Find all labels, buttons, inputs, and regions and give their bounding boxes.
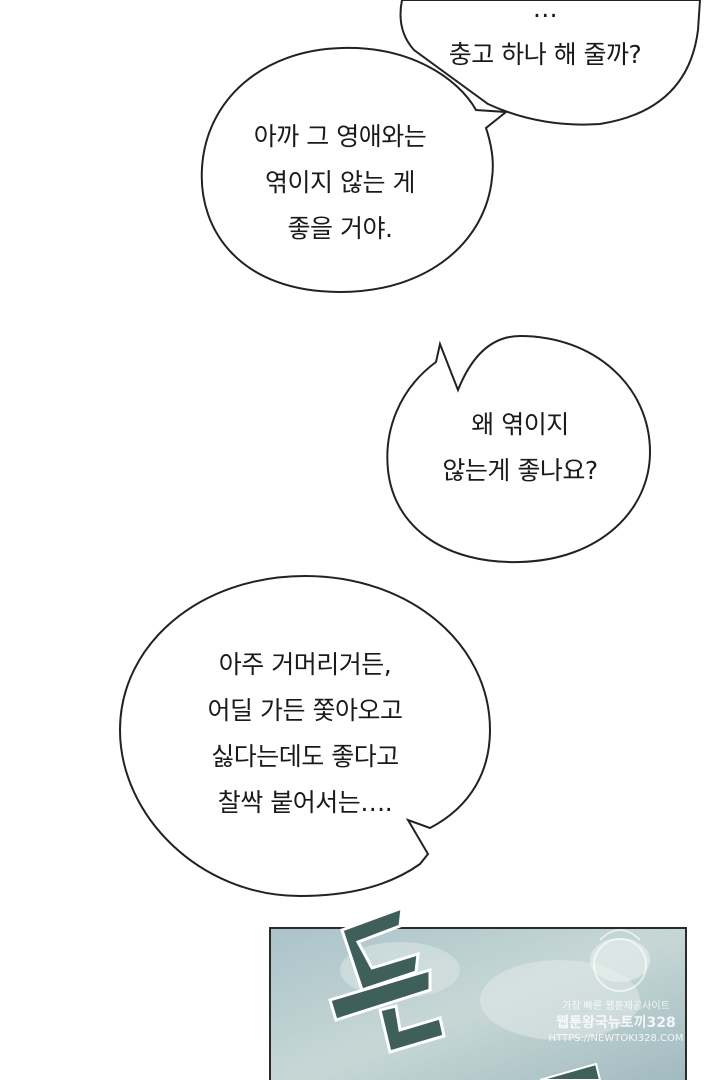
speech-bubble-question — [386, 334, 652, 564]
watermark-line-3: HTTPS://NEWTOKI328.COM — [548, 1033, 684, 1044]
bubble-warn-line-3: 좋을 거야. — [287, 214, 393, 243]
watermark-line-1: 가장 빠른 웹툰제공사이트 — [562, 1001, 670, 1012]
bubble-question-line-1: 왜 엮이지 — [471, 410, 569, 439]
site-watermark: 가장 빠른 웹툰제공사이트 웹툰왕국뉴토끼328 HTTPS://NEWTOKI… — [546, 1000, 686, 1046]
bubble-warn-text: 아까 그 영애와는 엮이지 않는 게 좋을 거야. — [220, 114, 460, 252]
bubble-explain-line-2: 어딜 가든 쫓아오고 — [207, 696, 403, 725]
bubble-explain-line-3: 싫다는데도 좋다고 — [211, 742, 399, 771]
speech-bubble-warn — [200, 46, 509, 294]
bubble-explain-line-1: 아주 거머리거든, — [218, 650, 392, 679]
bubble-warn-line-1: 아까 그 영애와는 — [253, 122, 427, 151]
bubble-explain-line-4: 찰싹 붙어서는…. — [217, 788, 393, 817]
bubble-question-line-2: 않는게 좋나요? — [442, 456, 598, 485]
sound-effect — [328, 905, 602, 1080]
bubble-explain-text: 아주 거머리거든, 어딜 가든 쫓아오고 싫다는데도 좋다고 찰싹 붙어서는…. — [170, 642, 440, 826]
bubble-question-text: 왜 엮이지 않는게 좋나요? — [400, 402, 640, 494]
bubble-warn-line-2: 엮이지 않는 게 — [265, 168, 415, 197]
speech-bubble-top — [399, 0, 702, 126]
watermark-line-2: 웹툰왕국뉴토끼328 — [556, 1015, 676, 1031]
bubble-top-text: … 충고 하나 해 줄까? — [410, 0, 680, 78]
bubble-top-line-1: … — [532, 0, 558, 23]
speech-bubble-explain — [118, 574, 492, 898]
bubble-top-line-2: 충고 하나 해 줄까? — [448, 40, 642, 69]
